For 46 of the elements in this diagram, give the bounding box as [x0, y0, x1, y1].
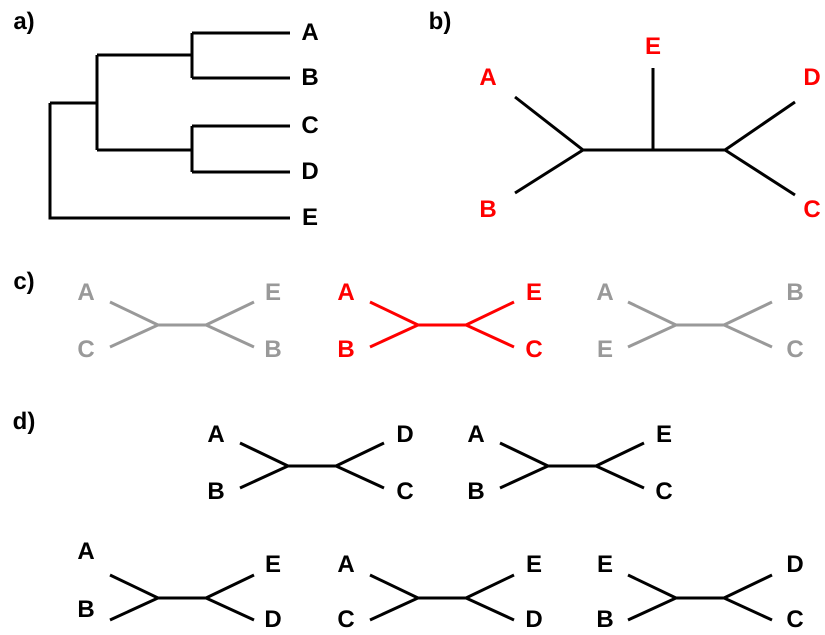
taxon-label: C [301, 114, 319, 138]
taxon-label: A [77, 540, 95, 564]
taxon-label: C [337, 608, 355, 632]
taxon-label: D [396, 423, 414, 447]
taxon-label: D [525, 608, 543, 632]
taxon-label: A [337, 281, 355, 305]
taxon-label: E [265, 553, 281, 577]
taxon-label: A [77, 281, 95, 305]
taxon-label: C [396, 480, 414, 504]
taxon-label: E [526, 553, 542, 577]
taxon-label: E [526, 281, 542, 305]
taxon-label: A [596, 281, 614, 305]
panel-label: c) [13, 270, 35, 294]
taxon-label: B [207, 480, 225, 504]
taxon-label: E [265, 281, 281, 305]
panel-label: b) [428, 10, 452, 34]
taxon-label: D [301, 160, 319, 184]
taxon-label: B [264, 338, 282, 362]
taxon-label: B [596, 608, 614, 632]
taxon-label: B [786, 281, 804, 305]
taxon-label: C [786, 608, 804, 632]
taxon-label: A [301, 21, 319, 45]
taxon-label: E [645, 35, 661, 59]
taxon-label: C [803, 198, 821, 222]
taxon-label: D [803, 66, 821, 90]
taxon-label: B [479, 198, 497, 222]
taxon-label: B [467, 480, 485, 504]
taxon-label: E [302, 206, 318, 230]
taxon-label: D [264, 608, 282, 632]
taxon-label: A [207, 423, 225, 447]
taxon-label: C [77, 338, 95, 362]
taxon-label: A [337, 553, 355, 577]
taxon-label: B [77, 598, 95, 622]
taxon-label: E [597, 553, 613, 577]
panel-label: d) [12, 410, 36, 434]
taxon-label: D [786, 553, 804, 577]
taxon-label: C [525, 338, 543, 362]
taxon-label: E [597, 338, 613, 362]
panel-label: a) [13, 10, 35, 34]
taxon-label: A [479, 66, 497, 90]
taxon-label: E [656, 423, 672, 447]
taxon-label: B [301, 66, 319, 90]
taxon-label: A [467, 423, 485, 447]
taxon-label: C [786, 338, 804, 362]
taxon-label: B [337, 338, 355, 362]
taxon-label: C [655, 480, 673, 504]
